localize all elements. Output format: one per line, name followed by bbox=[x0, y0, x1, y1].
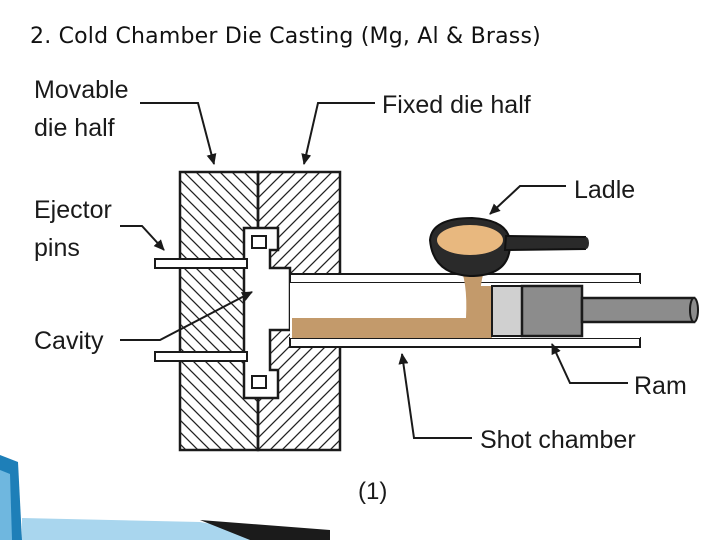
label-fixed-die-half: Fixed die half bbox=[382, 91, 531, 119]
label-movable-line1: Movable bbox=[34, 76, 129, 104]
ejector-pin-upper bbox=[154, 258, 248, 269]
ram-leader bbox=[551, 343, 628, 384]
ladle bbox=[428, 216, 589, 278]
ladle-leader bbox=[489, 185, 566, 215]
fixed-die-half-leader bbox=[301, 102, 375, 165]
label-ejector-line1: Ejector bbox=[34, 196, 112, 224]
ram bbox=[491, 284, 699, 338]
ejector-pin-lower bbox=[154, 351, 248, 362]
slide-corner-decoration bbox=[0, 455, 330, 540]
label-cavity: Cavity bbox=[34, 327, 104, 355]
label-ladle: Ladle bbox=[574, 176, 635, 204]
movable-die-half-leader bbox=[140, 102, 217, 165]
molten-metal-in-chamber bbox=[292, 286, 492, 338]
label-ram: Ram bbox=[634, 372, 687, 400]
ejector-pins-leader bbox=[120, 225, 165, 251]
label-ejector-line2: pins bbox=[34, 234, 80, 262]
leader-lines bbox=[120, 102, 628, 439]
figure-number: (1) bbox=[358, 478, 387, 505]
label-movable-line2: die half bbox=[34, 114, 115, 142]
label-shot-chamber: Shot chamber bbox=[480, 426, 636, 454]
cavity-leader bbox=[120, 291, 253, 341]
shot-chamber-leader bbox=[398, 353, 472, 439]
slide-title: 2. Cold Chamber Die Casting (Mg, Al & Br… bbox=[30, 24, 541, 49]
